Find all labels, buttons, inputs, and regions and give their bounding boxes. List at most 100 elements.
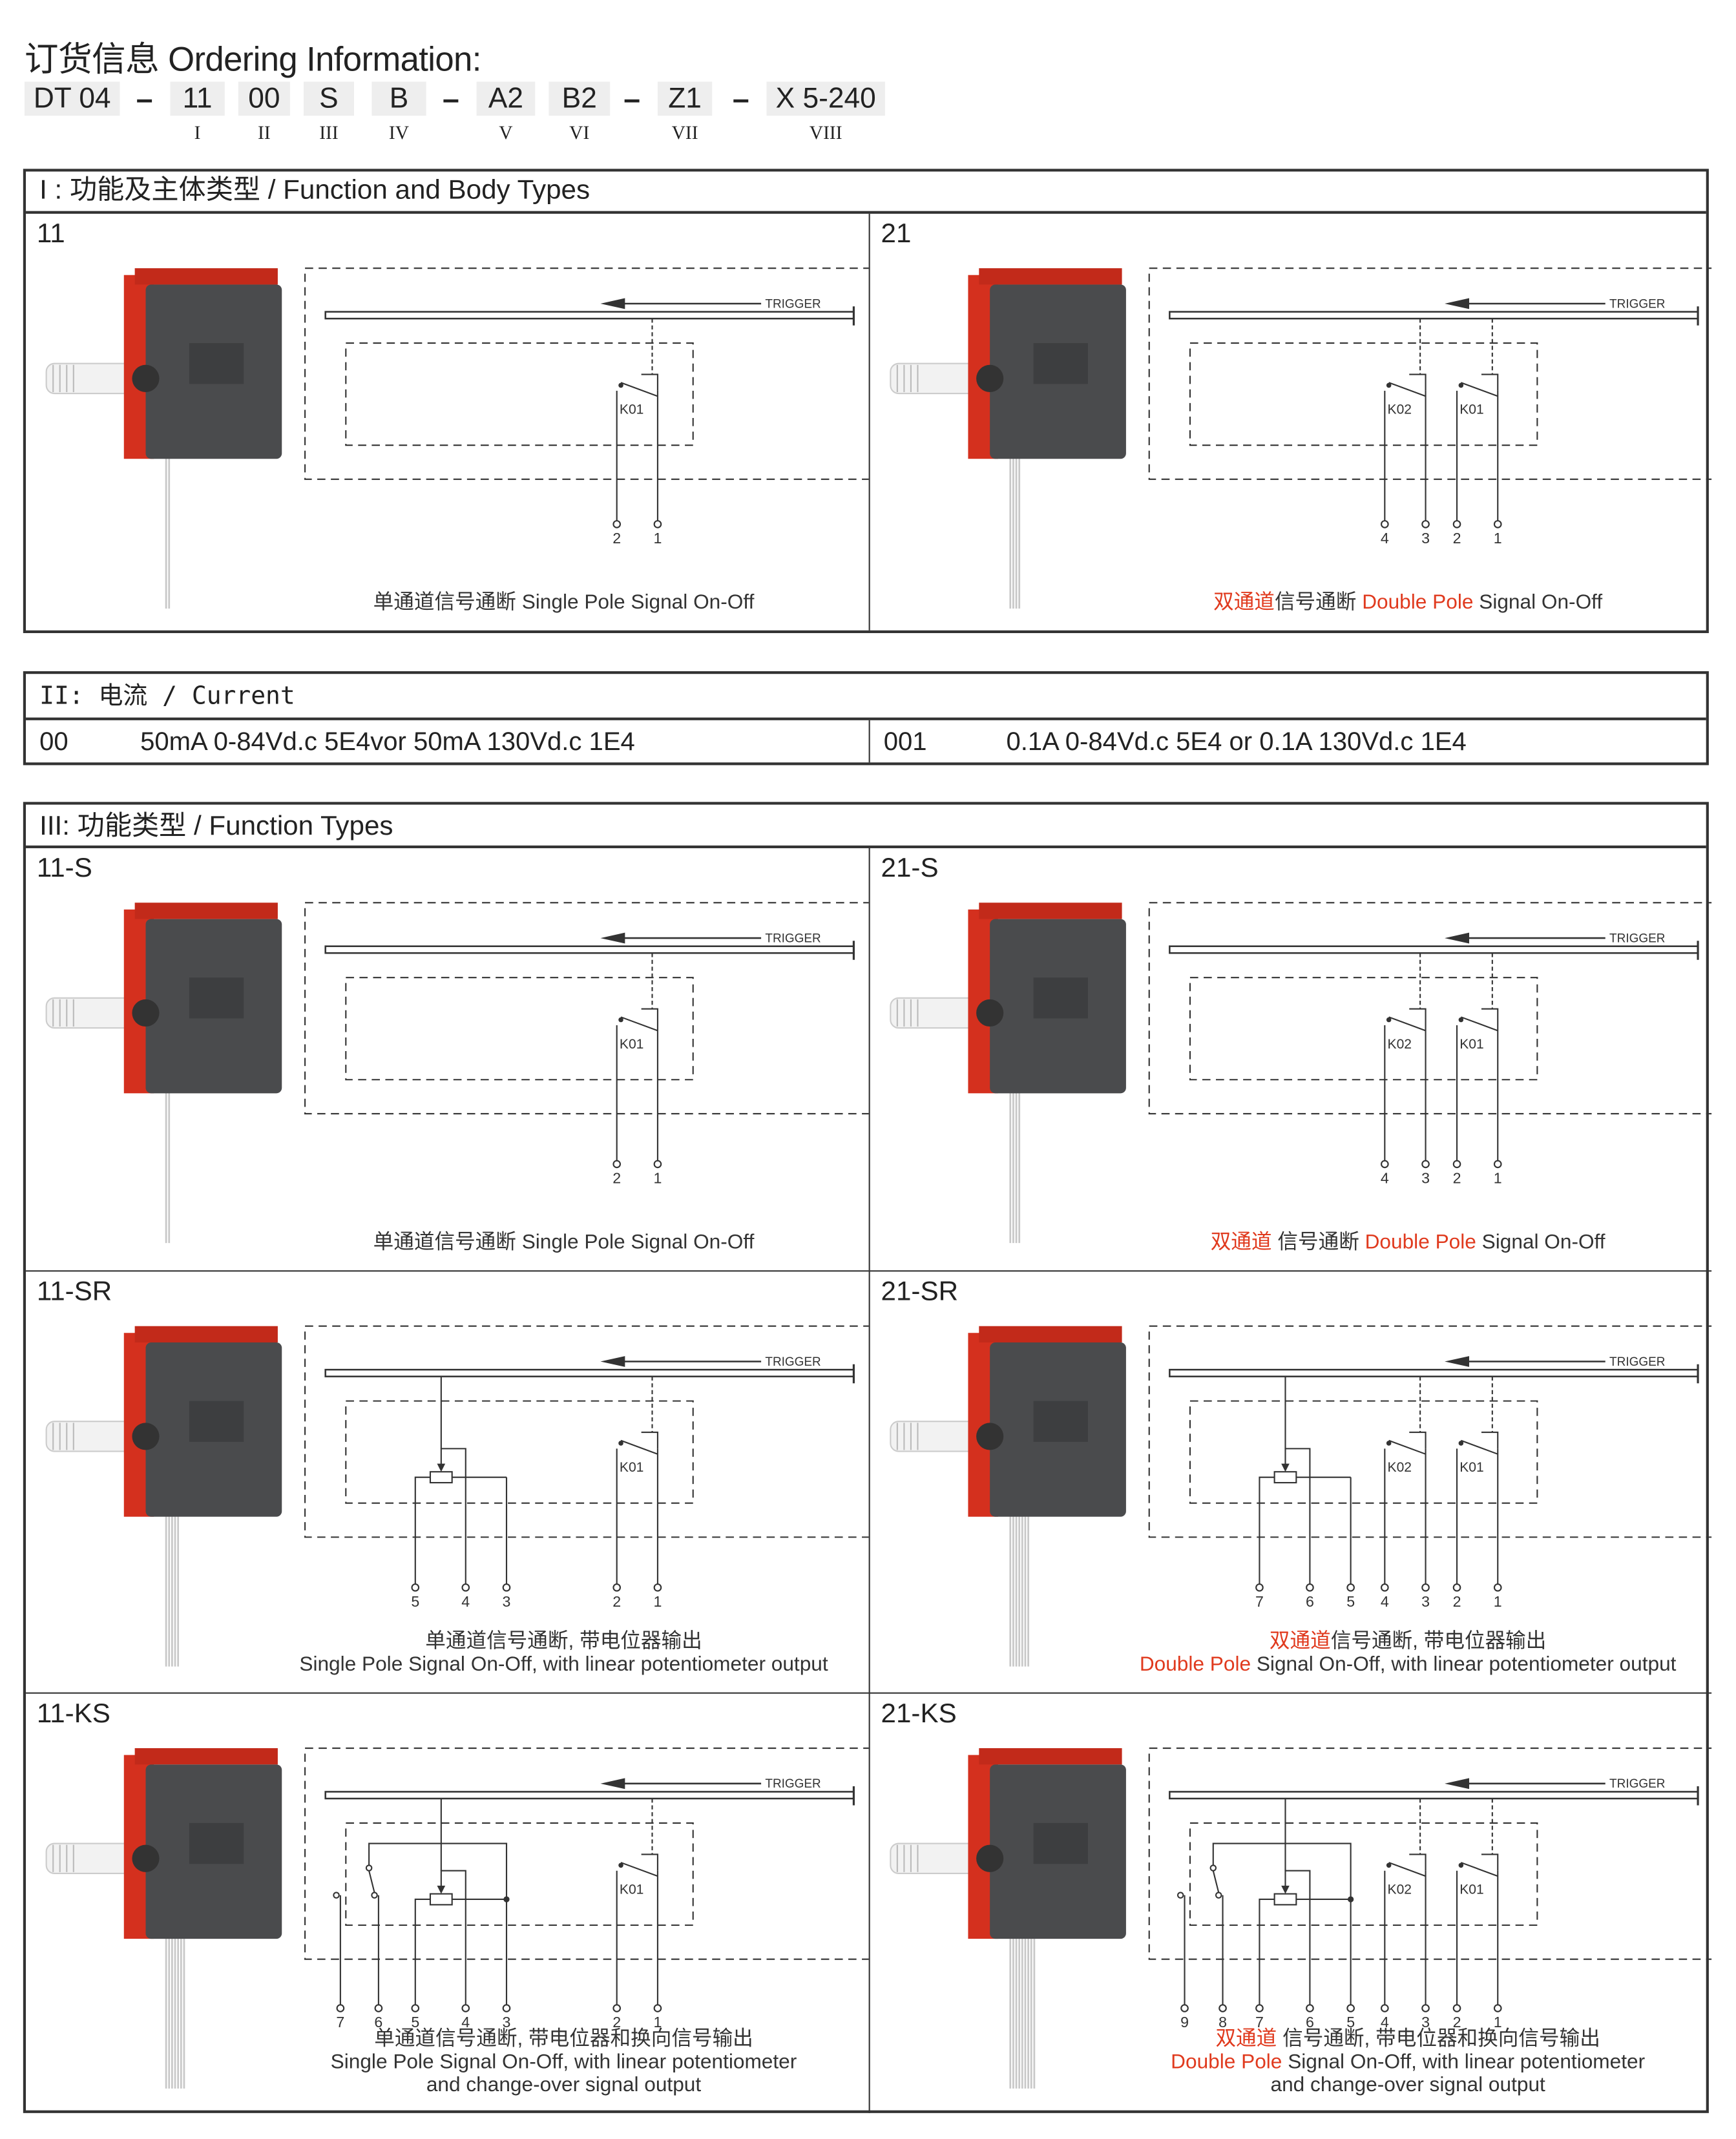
dash-separator: – — [623, 81, 641, 116]
pin-terminal — [1493, 2004, 1502, 2012]
outer-housing-dashed — [1148, 1325, 1712, 1538]
pot-wiper — [440, 1448, 466, 1588]
pin-number: 4 — [1381, 1169, 1389, 1186]
shaft-collar — [976, 1844, 1004, 1872]
page-title: 订货信息 Ordering Information: — [24, 41, 481, 79]
pin-terminal — [502, 1583, 511, 1592]
pin-number: 5 — [1346, 1593, 1355, 1610]
divider — [868, 720, 870, 763]
caption-text: Signal On-Off, with linear potentiometer… — [1251, 1653, 1677, 1676]
caption-text: 单通道信号通断, 带电位器和换向信号输出 — [374, 2027, 753, 2050]
trigger-arrow-head — [1445, 1356, 1469, 1367]
pin-terminal — [1346, 2004, 1355, 2012]
pin-terminal — [1493, 1583, 1502, 1592]
pin-terminal — [1381, 520, 1389, 528]
changeover-arm — [368, 1870, 375, 1893]
pin-number: 9 — [1180, 2014, 1189, 2030]
body-detail — [189, 977, 244, 1019]
relay-label: K01 — [1459, 1460, 1483, 1475]
relay-label: K02 — [1388, 1460, 1412, 1475]
caption-line: 双通道信号通断, 带电位器输出 — [1102, 1630, 1711, 1653]
pin-wire — [414, 1476, 430, 1588]
pin-number: 2 — [612, 530, 621, 547]
trigger-arrow-head — [600, 298, 625, 309]
caption-line: Double Pole Signal On-Off, with linear p… — [1102, 2050, 1711, 2074]
section-header: III: 功能类型 / Function Types — [26, 805, 1706, 848]
body-detail — [189, 1822, 244, 1864]
relay-label: K01 — [620, 402, 643, 417]
caption-text: 单通道信号通断, 带电位器输出 — [425, 1629, 702, 1653]
shaft-collar — [976, 999, 1004, 1027]
function-code: 11 — [36, 219, 65, 249]
order-code-part: B2 — [549, 81, 611, 116]
position-numeral: II — [258, 123, 271, 145]
pin-number: 6 — [1306, 1593, 1314, 1610]
relay-contact-dot — [1386, 1017, 1392, 1023]
relay-coil — [1481, 373, 1499, 391]
pot-wiper-arrow — [437, 1463, 446, 1472]
trigger-label: TRIGGER — [765, 297, 821, 311]
pin-terminal — [1452, 1583, 1461, 1592]
caption-text: Signal On-Off, with linear potentiometer — [1282, 2050, 1646, 2074]
caption-line: 双通道 信号通断 Double Pole Signal On-Off — [1102, 1231, 1711, 1254]
pin-number: 6 — [1306, 2014, 1314, 2030]
pin-terminal — [1306, 1583, 1314, 1592]
trigger-label: TRIGGER — [1609, 1355, 1665, 1369]
relay-coil — [1409, 1853, 1427, 1871]
pin-wire — [1259, 1476, 1275, 1588]
pin-terminal — [1421, 1160, 1430, 1169]
pin-number: 6 — [374, 2014, 382, 2030]
pin-number: 7 — [1255, 1593, 1264, 1610]
order-code-part: Z1 — [657, 81, 713, 116]
relay-label: K01 — [620, 1460, 643, 1475]
relay-coil — [641, 1008, 658, 1025]
dash-separator: – — [136, 81, 153, 116]
caption-line: Double Pole Signal On-Off, with linear p… — [1102, 1653, 1711, 1676]
pin-number: 7 — [1255, 2014, 1264, 2030]
pin-terminal — [653, 1160, 662, 1169]
pin-number: 2 — [1453, 530, 1461, 547]
caption-text: Double Pole — [1365, 1231, 1476, 1255]
pin-terminal — [1255, 1583, 1264, 1592]
pin-terminal — [612, 2004, 622, 2012]
changeover-common-contact — [365, 1864, 373, 1872]
trigger-bar — [324, 945, 855, 954]
relay-label: K01 — [1459, 1037, 1483, 1052]
pin-terminal — [612, 520, 622, 528]
pin-number: 5 — [411, 2014, 419, 2030]
inner-module-dashed — [1189, 1400, 1538, 1504]
outer-housing-dashed — [304, 1325, 869, 1538]
caption-text: 单通道信号通断 Single Pole Signal On-Off — [373, 1231, 755, 1255]
order-code-part: B — [371, 81, 426, 116]
pin-wire — [1259, 1898, 1275, 2009]
relay-contact — [1460, 382, 1498, 397]
position-numeral: VIII — [809, 123, 842, 145]
pin-terminal — [653, 1583, 662, 1592]
pin-terminal — [1452, 520, 1461, 528]
order-code-part: DT 04 — [24, 81, 120, 116]
device-image — [890, 1748, 1126, 2089]
caption-line: and change-over signal output — [257, 2074, 868, 2097]
caption-text: 信号通断, 带电位器输出 — [1330, 1629, 1547, 1653]
pin-number: 2 — [612, 2014, 621, 2030]
relay-contact — [620, 382, 658, 397]
relay-contact-dot — [1386, 1441, 1392, 1446]
trigger-arrow-head — [600, 932, 625, 944]
red-top — [979, 1326, 1122, 1342]
caption-line: 单通道信号通断, 带电位器输出 — [257, 1630, 868, 1653]
pin-terminal — [1306, 2004, 1314, 2012]
trigger-label: TRIGGER — [765, 932, 821, 945]
section-function-body-types: I : 功能及主体类型 / Function and Body Types TR… — [23, 169, 1712, 633]
caption-text: 双通道 — [1269, 1629, 1331, 1653]
relay-contact — [1388, 1862, 1426, 1877]
outer-housing-dashed — [1148, 902, 1712, 1114]
caption-text: Signal On-Off — [1476, 1231, 1605, 1255]
